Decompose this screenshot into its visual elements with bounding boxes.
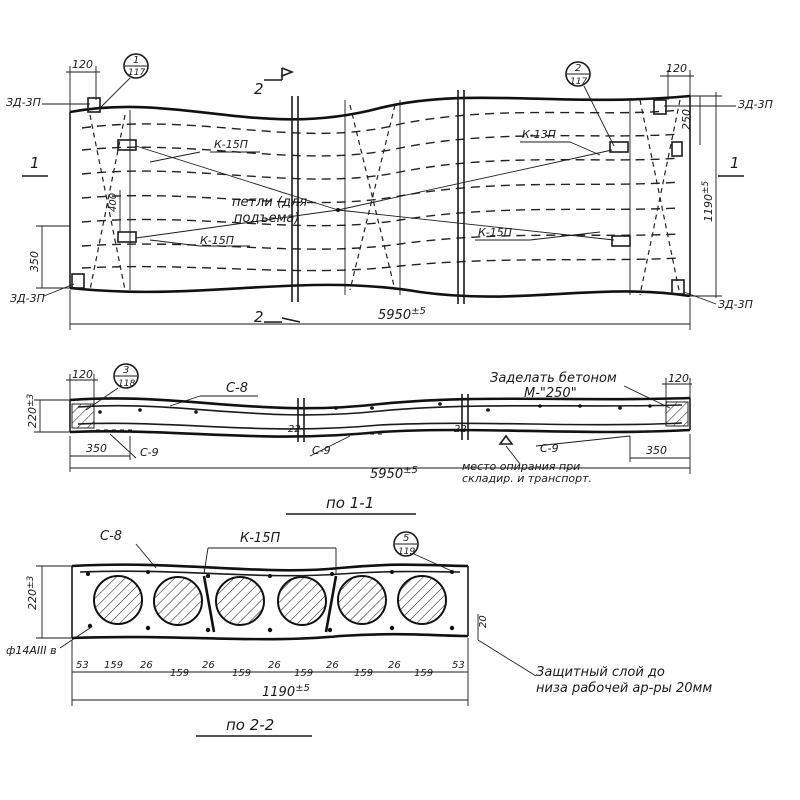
callout-2 xyxy=(565,61,591,87)
label-support-2: складир. и транспорт. xyxy=(462,472,592,485)
label-k13p: К-13П xyxy=(522,128,556,141)
label-loops-2: подъема) xyxy=(234,211,299,226)
svg-text:26: 26 xyxy=(388,660,401,671)
svg-text:26: 26 xyxy=(202,660,215,671)
section-marker-2-top: 2 xyxy=(254,80,264,98)
lifting-loop-1 xyxy=(117,139,137,151)
svg-text:117: 117 xyxy=(128,68,145,78)
label-c8-section: С-8 xyxy=(100,529,122,544)
void-6 xyxy=(397,575,447,625)
svg-text:1: 1 xyxy=(133,55,139,66)
callout-1 xyxy=(123,53,149,79)
svg-text:22: 22 xyxy=(288,424,301,435)
svg-text:53: 53 xyxy=(76,660,89,671)
label-cover-2: низа рабочей ар-ры 20мм xyxy=(536,681,712,696)
label-k15p-section: К-15П xyxy=(240,531,280,546)
plan-top-edge xyxy=(69,94,691,121)
embedded-part-tr xyxy=(653,99,667,115)
void-3 xyxy=(215,576,265,626)
svg-text:117: 117 xyxy=(570,77,587,87)
svg-text:118: 118 xyxy=(118,379,135,389)
label-concrete-1: Заделать бетоном xyxy=(490,371,617,386)
void-4 xyxy=(277,576,327,626)
svg-text:26: 26 xyxy=(268,660,281,671)
svg-text:20: 20 xyxy=(478,615,489,628)
void-2 xyxy=(153,576,203,626)
label-rebar: ф14АIII в xyxy=(6,644,57,657)
section-marker-1-right: 1 xyxy=(730,154,740,172)
label-c9-left: С-9 xyxy=(140,446,159,459)
svg-text:119: 119 xyxy=(398,547,415,557)
label-zd-bottom-left: ЗД-3П xyxy=(10,292,45,305)
svg-text:159: 159 xyxy=(232,668,251,679)
svg-text:159: 159 xyxy=(354,668,373,679)
plan-dim-120-right: 120 xyxy=(666,62,687,75)
lifting-loop-4 xyxy=(611,235,631,247)
bottom-dims: 53 159 26 159 26 159 26 159 26 159 26 15… xyxy=(76,660,465,679)
end-plug-left xyxy=(71,403,95,429)
plan-view: 120 120 250 1190±5 350 400 5950±5 ЗД-3П … xyxy=(6,53,773,330)
svg-text:159: 159 xyxy=(170,668,189,679)
svg-text:26: 26 xyxy=(326,660,339,671)
label-k15p-mid: К-15П xyxy=(200,234,234,247)
end-plug-right xyxy=(665,401,689,427)
lifting-loop-3 xyxy=(609,141,629,153)
label-c8: С-8 xyxy=(226,381,248,396)
label-loops-1: петли (для xyxy=(232,195,307,210)
svg-text:159: 159 xyxy=(414,668,433,679)
label-k15p-top: К-15П xyxy=(214,138,248,151)
section-marker-1-left: 1 xyxy=(30,154,40,172)
embedded-part-bl xyxy=(71,273,85,289)
section22-title: по 2-2 xyxy=(226,716,274,734)
plan-dim-400: 400 xyxy=(108,193,119,212)
plan-bottom-edge xyxy=(69,283,691,298)
callout-5 xyxy=(393,531,419,557)
label-zd-bottom-right: ЗД-3П xyxy=(718,298,753,311)
svg-text:120: 120 xyxy=(668,372,689,385)
svg-text:159: 159 xyxy=(294,668,313,679)
svg-text:22: 22 xyxy=(454,424,467,435)
label-cover-1: Защитный слой до xyxy=(536,665,665,680)
svg-text:3: 3 xyxy=(123,365,129,376)
label-zd-top-left: ЗД-3П xyxy=(6,96,41,109)
section11-dim-length: 5950±5 xyxy=(370,465,418,482)
plan-dim-120-left: 120 xyxy=(72,58,93,71)
label-concrete-2: М-"250" xyxy=(524,386,577,401)
label-k15p-right: К-15П xyxy=(478,226,512,239)
plan-dim-length: 5950±5 xyxy=(378,306,426,323)
embedded-part-tl xyxy=(87,97,101,113)
svg-text:220±3: 220±3 xyxy=(26,393,39,428)
callout-3 xyxy=(113,363,139,389)
section11-title: по 1-1 xyxy=(326,494,374,512)
label-zd-top-right: ЗД-3П xyxy=(738,98,773,111)
void-5 xyxy=(337,575,387,625)
plan-dim-350: 350 xyxy=(28,251,41,272)
svg-text:53: 53 xyxy=(452,660,465,671)
svg-text:26: 26 xyxy=(140,660,153,671)
void-1 xyxy=(93,575,143,625)
section-2-2: К-15П С-8 5 119 220±3 ф14АIII в 20 53 15… xyxy=(6,529,712,737)
label-support-1: место опирания при xyxy=(462,460,580,473)
svg-text:220±3: 220±3 xyxy=(26,575,39,610)
svg-text:159: 159 xyxy=(104,660,123,671)
section-1-1: 22 22 120 120 220±3 350 350 5950±5 С-8 С… xyxy=(26,363,692,515)
lifting-loop-2 xyxy=(117,231,137,243)
plan-dim-1190: 1190±5 xyxy=(701,180,715,222)
section22-dim-width: 1190±5 xyxy=(262,683,310,700)
svg-text:350: 350 xyxy=(86,442,107,455)
svg-text:350: 350 xyxy=(646,444,667,457)
support-marker xyxy=(498,434,514,445)
plan-dim-250: 250 xyxy=(680,109,693,130)
svg-text:120: 120 xyxy=(72,368,93,381)
svg-text:5: 5 xyxy=(403,533,409,544)
section-marker-2-bottom: 2 xyxy=(254,308,264,326)
embedded-part-br xyxy=(671,279,685,295)
svg-text:2: 2 xyxy=(575,63,581,74)
